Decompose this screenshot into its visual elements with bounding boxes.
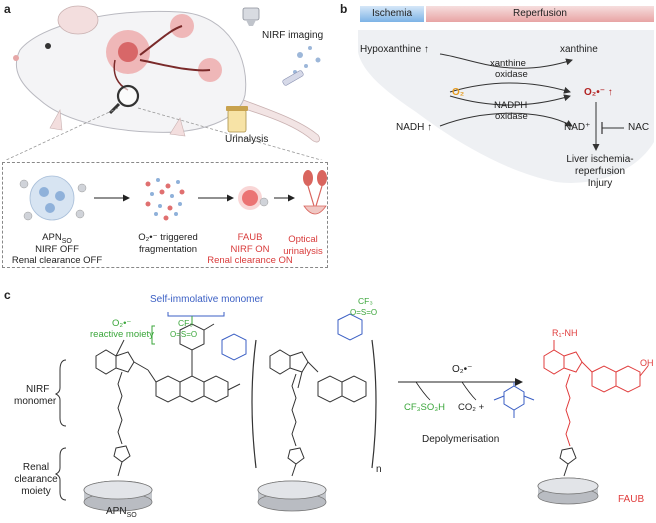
nirf-monomer-label-2: monomer — [14, 396, 57, 407]
panel-b-letter: b — [340, 2, 348, 16]
injury-label-2: reperfusion — [574, 166, 626, 177]
cf3-label-2: CF₃ — [358, 296, 373, 306]
renal-off-label: Renal clearance OFF — [11, 255, 103, 266]
apn-c-prefix: APN — [106, 506, 127, 517]
triggered-label-2: fragmentation — [138, 244, 198, 255]
panel-c-letter: c — [4, 288, 11, 302]
xanthine-oxidase-label-1: xanthine — [490, 58, 526, 69]
nadh-label: NADH ↑ — [396, 122, 433, 133]
o2-label: O₂ — [452, 87, 465, 98]
depolymerisation-label: Depolymerisation — [422, 434, 500, 445]
byproduct-co2: CO₂ + — [458, 402, 485, 413]
o2-reactive-label-1: O₂•⁻ — [112, 318, 132, 329]
cf3-label-1: CF₃ — [178, 318, 193, 328]
panel-a-letter: a — [4, 2, 11, 16]
reperfusion-bar — [426, 6, 654, 22]
liver-shape — [358, 30, 654, 183]
nirf-imaging-label: NIRF imaging — [262, 30, 324, 41]
so2-label-2: O=S=O — [350, 308, 378, 317]
optical-label-1: Optical — [288, 234, 318, 245]
nad-plus-label: NAD⁺ — [564, 122, 591, 133]
faub-label: FAUB — [237, 232, 263, 243]
apn-structure — [54, 312, 377, 512]
apn-prefix: APN — [42, 232, 62, 243]
process-box — [2, 162, 328, 268]
urinalysis-label: Urinalysis — [225, 134, 269, 145]
faub-product-label: FAUB — [618, 494, 645, 505]
quinone-methide-structure — [493, 382, 535, 418]
apn-c-sub: SO — [126, 512, 137, 519]
renal-moiety-label-1: Renal — [22, 462, 50, 473]
o2-arrow-label: O₂•⁻ — [452, 364, 473, 375]
nirf-on-label: NIRF ON — [230, 244, 270, 255]
so2-label-1: O=S=O — [170, 330, 198, 339]
self-immolative-label: Self-immolative monomer — [150, 294, 264, 305]
ischemia-label: Ischemia — [371, 8, 412, 19]
pathway-arrows — [439, 53, 624, 151]
nadph-oxidase-label-2: oxidase — [495, 111, 528, 122]
renal-moiety-label-2: clearance — [14, 474, 58, 485]
process-illustrations — [19, 170, 327, 221]
hypoxanthine-label: Hypoxanthine ↑ — [360, 44, 429, 55]
r-nh-label: R₁-NH — [552, 328, 578, 338]
optical-label-2: urinalysis — [283, 246, 323, 257]
nadph-oxidase-label-1: NADPH — [494, 100, 528, 111]
nirf-off-label: NIRF OFF — [35, 244, 79, 255]
repeat-n-label: n — [376, 464, 382, 475]
xanthine-label: xanthine — [560, 44, 598, 55]
ischemia-bar — [360, 6, 424, 22]
apn-so-label: APNSO — [26, 232, 88, 245]
renal-on-label: Renal clearance ON — [207, 255, 293, 266]
oh-label: OH — [640, 358, 654, 368]
nac-label: NAC — [628, 122, 650, 133]
mouse-illustration — [5, 5, 323, 160]
o2-reactive-label-2: reactive moiety — [90, 329, 154, 340]
xanthine-oxidase-label-2: oxidase — [495, 69, 528, 80]
apn-so-structure-label: APNSO — [106, 506, 137, 519]
reaction-arrow — [398, 378, 523, 401]
injury-label-3: Injury — [587, 178, 613, 189]
nirf-monomer-label-1: NIRF — [26, 384, 50, 395]
byproduct-cf3so3h: CF₃SO₃H — [404, 402, 445, 413]
reperfusion-label: Reperfusion — [513, 8, 567, 19]
renal-moiety-label-3: moiety — [21, 486, 51, 497]
faub-structure — [537, 340, 649, 505]
triggered-label-1: O₂•⁻ triggered — [138, 232, 198, 243]
apn-sub: SO — [61, 237, 72, 245]
injury-label-1: Liver ischemia- — [566, 154, 634, 165]
superoxide-label: O₂•⁻ ↑ — [584, 87, 613, 98]
